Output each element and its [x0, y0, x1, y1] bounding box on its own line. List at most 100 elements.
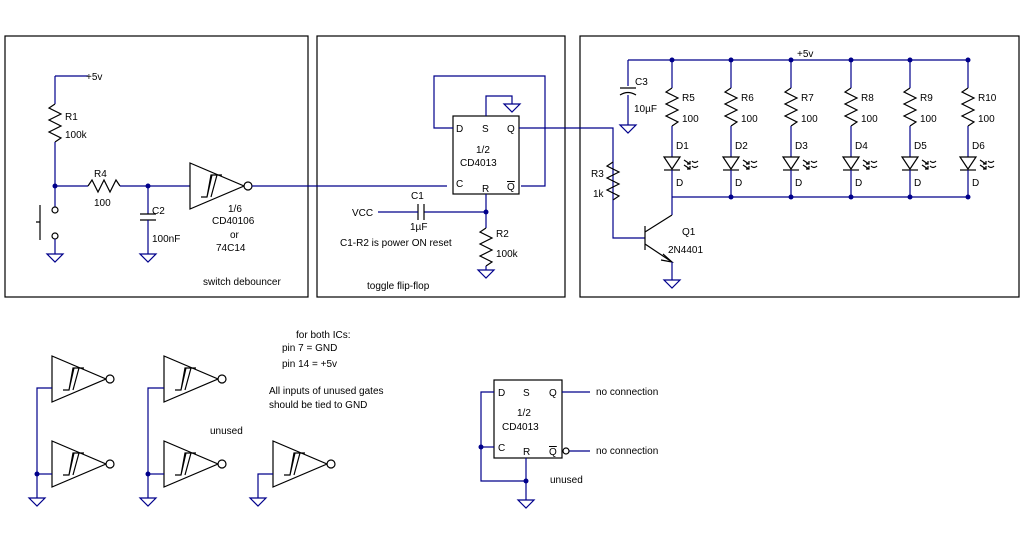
- led-name: D2: [735, 141, 748, 152]
- u3-pin-qbar: Q: [549, 447, 557, 458]
- c2-name: C2: [152, 206, 165, 217]
- junction-dot: [728, 194, 734, 200]
- r3-value: 1k: [593, 189, 605, 200]
- u3-pin-d: D: [498, 388, 505, 399]
- r2-resistor: [479, 227, 493, 267]
- u1-alt: 74C14: [216, 243, 246, 254]
- note-line-3: pin 14 = +5v: [282, 359, 337, 370]
- unused-inverter-5: [272, 440, 336, 488]
- unused-flipflop-circuit: [478, 379, 590, 509]
- led-name: D3: [795, 141, 808, 152]
- led-resistor-2: [724, 87, 738, 127]
- ff-pin-d: D: [456, 124, 463, 135]
- flipflop-caption: toggle flip-flop: [367, 281, 430, 292]
- unused-inverter-4: [163, 440, 227, 488]
- c2-value: 100nF: [152, 234, 180, 245]
- led-pin-label: D: [735, 178, 742, 189]
- led-pin-label: D: [914, 178, 921, 189]
- r4-name: R4: [94, 169, 107, 180]
- led-5: [901, 156, 937, 171]
- led-resistor-name: R5: [682, 93, 695, 104]
- led-name: D4: [855, 141, 868, 152]
- vcc-label: VCC: [352, 208, 373, 219]
- note-line-1: for both ICs:: [296, 330, 350, 341]
- led-1: [663, 156, 699, 171]
- plus5v-label-left: +5v: [86, 72, 102, 83]
- led-2: [722, 156, 758, 171]
- no-connection-q: no connection: [596, 387, 658, 398]
- led-driver-circuit: [606, 59, 968, 289]
- u3-pin-q: Q: [549, 388, 557, 399]
- unused-ff-label: unused: [550, 475, 583, 486]
- led-pin-label: D: [972, 178, 979, 189]
- ff-pin-s: S: [482, 124, 489, 135]
- led-resistor-name: R9: [920, 93, 933, 104]
- switch-contact-bottom: [51, 232, 59, 240]
- led-resistor-name: R6: [741, 93, 754, 104]
- led-3: [782, 156, 818, 171]
- led-resistor-value: 100: [682, 114, 699, 125]
- r1-resistor: [48, 103, 62, 143]
- u1-or: or: [230, 230, 240, 241]
- ff-pin-c: C: [456, 179, 463, 190]
- q1-part: 2N4401: [668, 245, 703, 256]
- pushbutton-switch: [36, 205, 41, 240]
- u2-part: 1/2: [476, 145, 490, 156]
- ff-pin-qbar: Q: [507, 182, 515, 193]
- note-line-4: All inputs of unused gates: [269, 386, 384, 397]
- r3-name: R3: [591, 169, 604, 180]
- junction-dot: [848, 194, 854, 200]
- led-resistor-1: [665, 87, 679, 127]
- led-4: [842, 156, 878, 171]
- r2-name: R2: [496, 229, 509, 240]
- led-pin-label: D: [795, 178, 802, 189]
- led-resistor-name: R8: [861, 93, 874, 104]
- led-6: [959, 156, 995, 171]
- u1-name: CD40106: [212, 216, 255, 227]
- power-on-reset-note: C1-R2 is power ON reset: [340, 238, 452, 249]
- led-array: R5100D1DR6100D2DR7100D3DR8100D4DR9100D5D…: [663, 57, 997, 200]
- c3-name: C3: [635, 77, 648, 88]
- junction-dot: [788, 194, 794, 200]
- c1-capacitor: [417, 204, 425, 220]
- led-resistor-value: 100: [801, 114, 818, 125]
- led-resistor-value: 100: [978, 114, 995, 125]
- r1-value: 100k: [65, 130, 88, 141]
- unused-inverter-1: [51, 355, 115, 403]
- u3-pin-s: S: [523, 388, 530, 399]
- r2-value: 100k: [496, 249, 519, 260]
- unused-inverter-3: [163, 355, 227, 403]
- unused-inverters: [28, 355, 336, 507]
- led-name: D1: [676, 141, 689, 152]
- led-resistor-value: 100: [920, 114, 937, 125]
- led-resistor-6: [961, 87, 975, 127]
- led-resistor-value: 100: [741, 114, 758, 125]
- debouncer-caption: switch debouncer: [203, 277, 281, 288]
- led-name: D6: [972, 141, 985, 152]
- led-resistor-4: [844, 87, 858, 127]
- u3-pin-c: C: [498, 443, 505, 454]
- led-driver-section: [579, 35, 1020, 298]
- unused-inverters-label: unused: [210, 426, 243, 437]
- flipflop-section: [316, 35, 566, 298]
- plus5v-label-right: +5v: [797, 49, 813, 60]
- q1-name: Q1: [682, 227, 696, 238]
- u1-part: 1/6: [228, 204, 242, 215]
- r1-name: R1: [65, 112, 78, 123]
- junction-dot: [907, 194, 913, 200]
- u3-name: CD4013: [502, 422, 539, 433]
- led-name: D5: [914, 141, 927, 152]
- no-connection-qbar: no connection: [596, 446, 658, 457]
- u2-name: CD4013: [460, 158, 497, 169]
- c1-value: 1µF: [410, 222, 427, 233]
- c3-capacitor: [619, 87, 637, 96]
- junction-dot: [965, 194, 971, 200]
- flipflop-circuit: [378, 75, 614, 279]
- u3-flipflop: [493, 379, 563, 459]
- q1-transistor: [644, 214, 673, 263]
- led-resistor-value: 100: [861, 114, 878, 125]
- r4-value: 100: [94, 198, 111, 209]
- u1-inverter: [189, 162, 253, 210]
- note-line-5: should be tied to GND: [269, 400, 367, 411]
